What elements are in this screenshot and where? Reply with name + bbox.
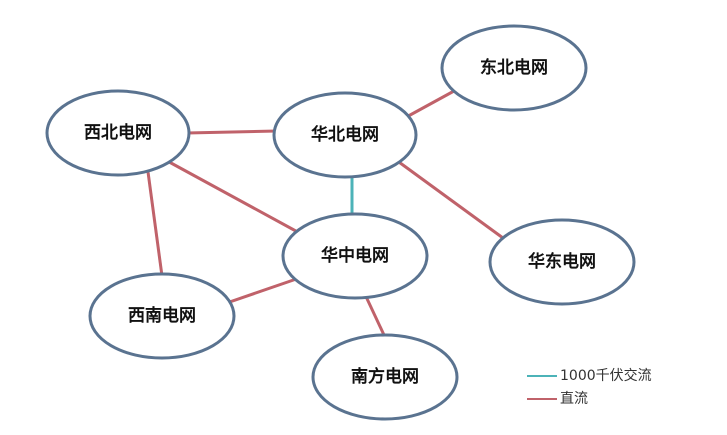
legend: 1000千伏交流 直流 [527, 367, 652, 407]
node-north: 华北电网 [272, 91, 418, 179]
node-label-north: 华北电网 [311, 124, 379, 145]
node-south: 南方电网 [311, 333, 459, 421]
node-east: 华东电网 [488, 218, 636, 306]
edge-central-southwest [217, 273, 309, 308]
node-southwest: 西南电网 [88, 272, 236, 360]
legend-dc-label: 直流 [560, 390, 588, 407]
node-label-south: 南方电网 [351, 366, 419, 387]
legend-ac-label: 1000千伏交流 [560, 367, 652, 384]
node-northwest: 西北电网 [45, 89, 191, 177]
node-label-central: 华中电网 [321, 245, 389, 266]
edge-north-east [391, 155, 504, 240]
edge-northwest-north [186, 129, 278, 135]
node-label-southwest: 西南电网 [128, 305, 196, 326]
node-label-northeast: 东北电网 [480, 57, 548, 78]
node-northeast: 东北电网 [440, 24, 588, 112]
node-label-northwest: 西北电网 [84, 122, 152, 143]
node-central: 华中电网 [281, 212, 429, 300]
edge-northwest-central [159, 155, 306, 238]
edge-northwest-southwest [144, 156, 164, 277]
node-label-east: 华东电网 [528, 251, 596, 272]
